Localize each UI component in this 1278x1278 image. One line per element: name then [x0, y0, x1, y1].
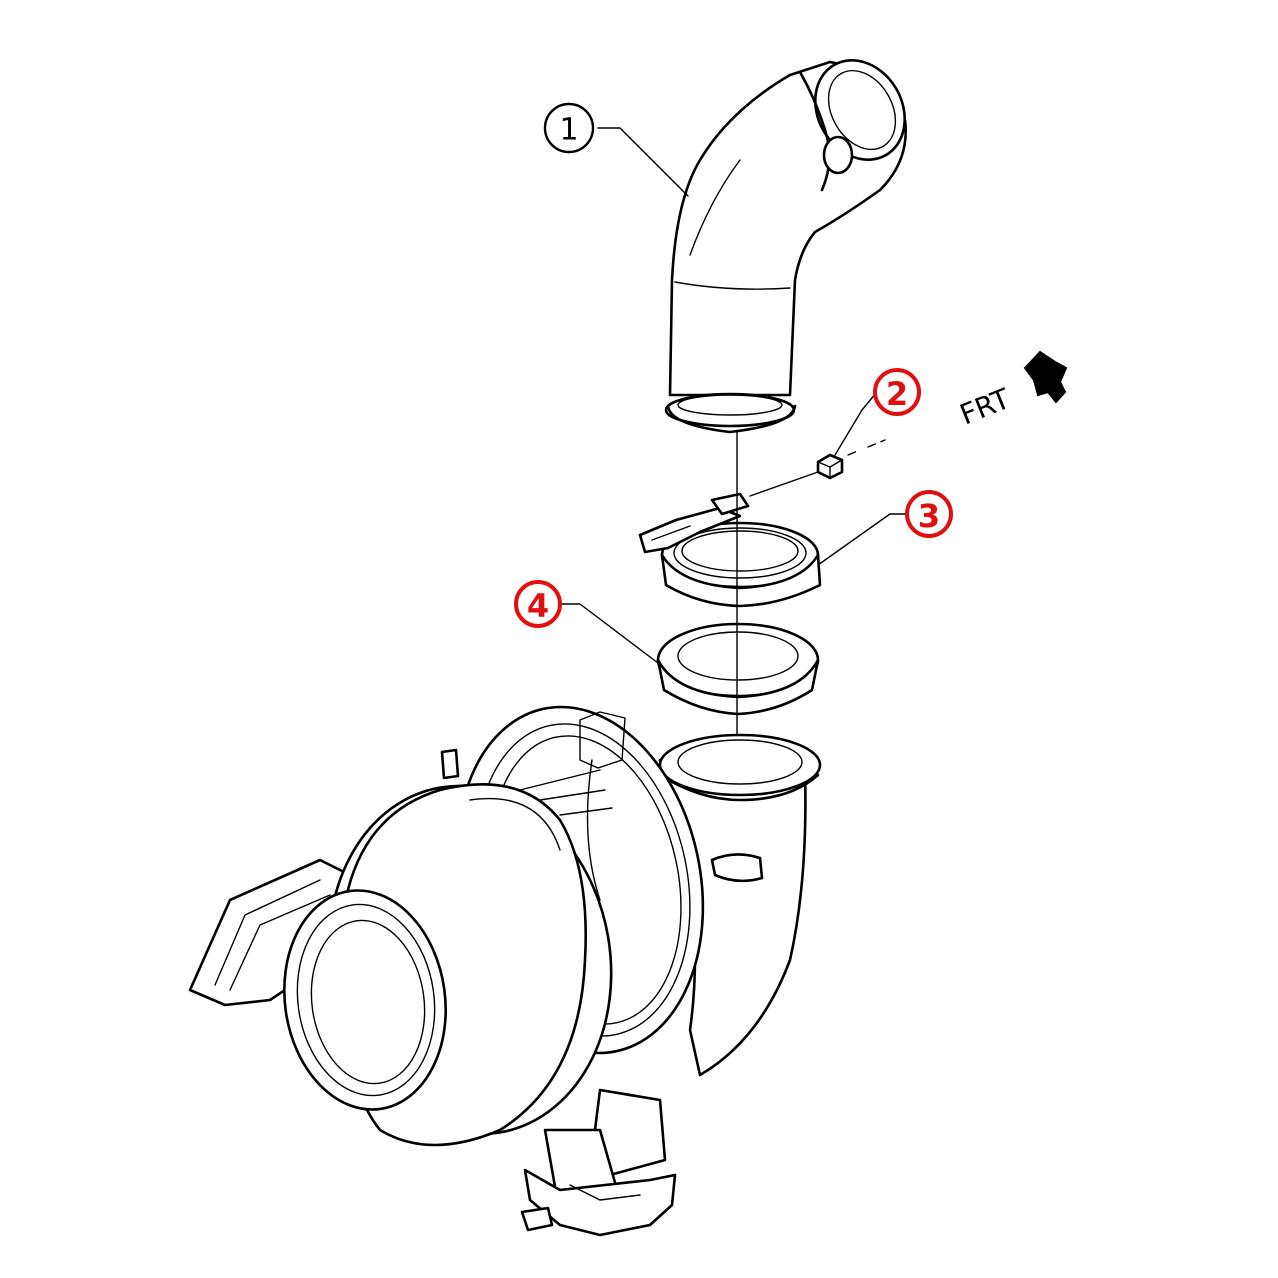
v-band-clamp — [638, 492, 822, 608]
frt-label: FRT — [955, 382, 1015, 432]
callout-4: 4 — [514, 580, 562, 628]
turbocharger — [188, 705, 822, 1237]
callout-1: 1 — [543, 102, 595, 154]
callout-4-label: 4 — [527, 587, 549, 625]
nut — [816, 453, 844, 480]
callout-3-label: 3 — [918, 497, 940, 535]
callout-1-label: 1 — [559, 113, 578, 148]
front-arrow-icon — [1023, 350, 1068, 404]
callout-2-label: 2 — [886, 375, 908, 413]
callout-2: 2 — [873, 368, 921, 416]
elbow-pipe — [664, 59, 907, 434]
callout-3: 3 — [905, 490, 953, 538]
front-direction-indicator: FRT — [955, 350, 1068, 432]
gasket-ring — [656, 622, 820, 716]
leader-lines — [561, 127, 908, 667]
bolt-axis-line — [749, 439, 886, 497]
